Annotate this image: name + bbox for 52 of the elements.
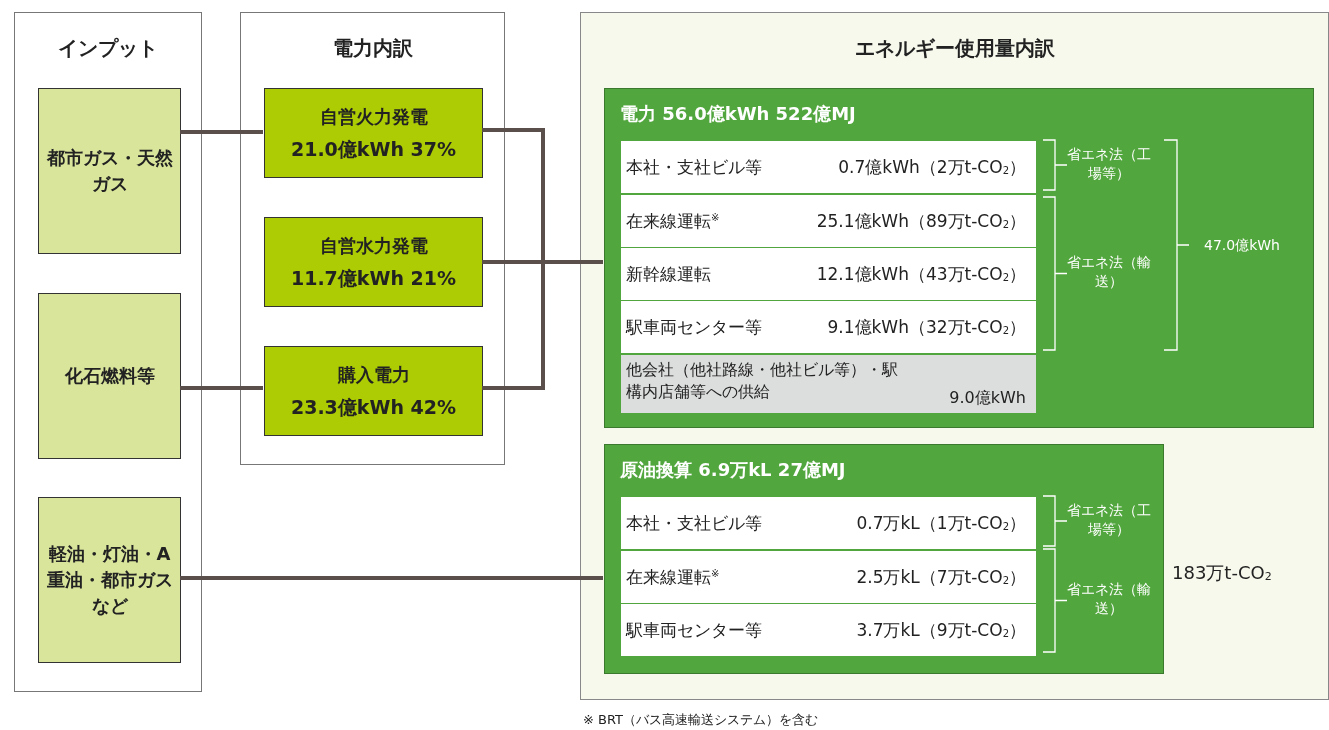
source-name: 購入電力 [337, 365, 410, 384]
usage-name: 本社・支社ビル等 [626, 155, 762, 179]
law-category-label: 省エネ法（輸送） [1066, 580, 1152, 618]
footnote: ※ BRT（バス高速輸送システム）を含む [583, 711, 819, 729]
input-box [38, 497, 181, 663]
supply-value: 9.0億kWh [949, 387, 1026, 409]
category-title: 原油換算 6.9万kL 27億MJ [620, 458, 846, 482]
source-name: 自営火力発電 [319, 107, 428, 126]
power-source-box [264, 217, 483, 307]
panel-title: エネルギー使用量内訳 [853, 35, 1056, 62]
section-panel [580, 12, 1329, 700]
input-label: 化石燃料等 [63, 363, 156, 388]
total-label: 47.0億kWh [1203, 236, 1281, 255]
input-box [38, 293, 181, 459]
source-value: 11.7億kWh 21% [290, 268, 457, 288]
usage-row [621, 141, 1036, 193]
usage-name: 駅車両センター等 [626, 315, 762, 339]
power-source-box [264, 346, 483, 436]
panel-title: 電力内訳 [331, 35, 414, 62]
usage-row [621, 604, 1036, 656]
connector-line [180, 130, 263, 134]
input-label: 都市ガス・天然ガス [45, 145, 174, 196]
usage-name: 本社・支社ビル等 [626, 511, 762, 535]
input-box [38, 88, 181, 254]
source-value: 21.0億kWh 37% [290, 139, 457, 159]
supply-name: 他会社（他社路線・他社ビル等）・駅構内店舗等への供給 [626, 359, 899, 403]
total-emission-label: 183万t-CO$_{2}$ [1172, 561, 1273, 585]
column-panel [14, 12, 202, 692]
law-category-label: 省エネ法（工場等） [1066, 145, 1152, 183]
power-source-box [264, 88, 483, 178]
usage-row [621, 497, 1036, 549]
usage-row [621, 195, 1036, 247]
category-panel [604, 88, 1314, 428]
category-title: 電力 56.0億kWh 522億MJ [620, 102, 856, 126]
category-panel [604, 444, 1164, 674]
usage-row [621, 301, 1036, 353]
source-name: 自営水力発電 [319, 236, 428, 255]
source-value: 23.3億kWh 42% [290, 397, 457, 417]
usage-name: 在来線運転$^{※}$ [626, 565, 720, 589]
usage-name: 在来線運転$^{※}$ [626, 209, 720, 233]
usage-name: 新幹線運転 [626, 262, 711, 286]
law-category-label: 省エネ法（輸送） [1066, 253, 1152, 291]
supply-row [621, 355, 1036, 413]
column-panel [240, 12, 505, 465]
law-category-label: 省エネ法（工場等） [1066, 501, 1152, 539]
input-label: 軽油・灯油・A重油・都市ガスなど [45, 541, 174, 619]
usage-name: 駅車両センター等 [626, 618, 762, 642]
usage-row [621, 551, 1036, 603]
connector-line [180, 386, 263, 390]
usage-row [621, 248, 1036, 300]
connector-line [180, 576, 603, 580]
panel-title: インプット [57, 35, 159, 62]
